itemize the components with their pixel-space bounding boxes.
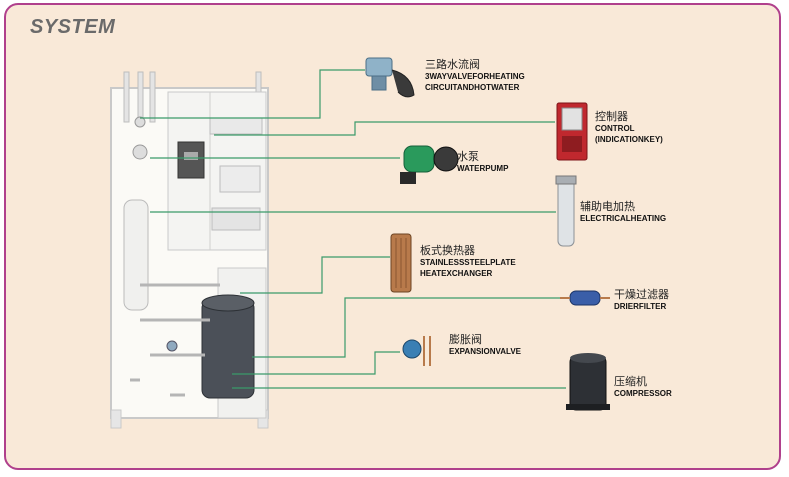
- controller-icon: [556, 102, 588, 161]
- label-cn: 水泵: [457, 150, 479, 163]
- heat-pump-unit: [110, 71, 269, 429]
- label-cn: 板式换热器: [420, 244, 475, 257]
- label-expansion-valve: 膨胀阀 EXPANSIONVALVE: [449, 333, 521, 357]
- label-cn: 辅助电加热: [580, 200, 635, 213]
- label-en-line: EXPANSIONVALVE: [449, 347, 522, 356]
- label-water-pump: 水泵 WATERPUMP: [457, 150, 508, 174]
- label-en-line: 3WAYVALVEFORHEATING: [425, 72, 525, 81]
- drier-filter-icon: [560, 290, 610, 306]
- label-compressor: 压缩机 COMPRESSOR: [614, 375, 672, 399]
- label-cn: 干燥过滤器: [614, 288, 669, 301]
- label-en-line: STAINLESSSTEELPLATE: [420, 258, 516, 267]
- label-en-line: (INDICATIONKEY): [595, 135, 663, 144]
- electric-heater-icon: [555, 175, 577, 247]
- water-pump-icon: [400, 145, 459, 184]
- label-cn: 压缩机: [614, 375, 647, 388]
- label-en-line: ELECTRICALHEATING: [580, 214, 667, 223]
- label-heat-exchanger: 板式换热器 STAINLESSSTEELPLATE HEATEXCHANGER: [420, 244, 516, 279]
- label-drier-filter: 干燥过滤器 DRIERFILTER: [614, 288, 669, 312]
- compressor-icon: [566, 353, 610, 411]
- label-en-line: HEATEXCHANGER: [420, 269, 493, 278]
- label-en-line: CIRCUITANDHOTWATER: [425, 83, 520, 92]
- label-cn: 控制器: [595, 110, 628, 123]
- label-en-line: DRIERFILTER: [614, 302, 667, 311]
- label-three-way-valve: 三路水流阀 3WAYVALVEFORHEATING CIRCUITANDHOTW…: [425, 58, 525, 93]
- label-en-line: CONTROL: [595, 124, 635, 133]
- three-way-valve-icon: [365, 57, 415, 98]
- expansion-valve-icon: [402, 336, 431, 366]
- label-control: 控制器 CONTROL (INDICATIONKEY): [595, 110, 663, 145]
- diagram-title: SYSTEM: [30, 16, 116, 38]
- label-en-line: WATERPUMP: [457, 164, 509, 173]
- label-cn: 膨胀阀: [449, 333, 482, 346]
- label-electrical-heating: 辅助电加热 ELECTRICALHEATING: [580, 200, 666, 224]
- label-cn: 三路水流阀: [425, 58, 480, 71]
- leader-lines: [140, 69, 566, 389]
- plate-heat-exchanger-icon: [390, 233, 412, 293]
- label-en-line: COMPRESSOR: [614, 389, 672, 398]
